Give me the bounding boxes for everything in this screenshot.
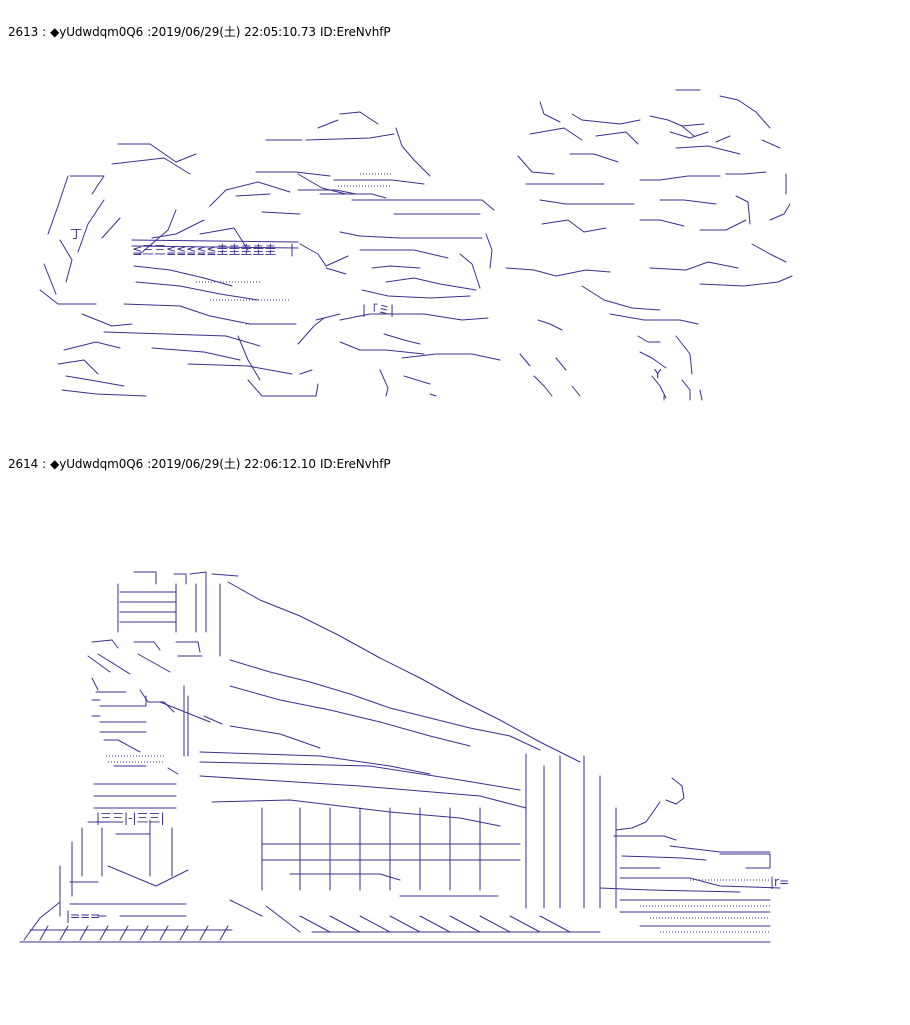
- art-text-fragment: |r=: [770, 875, 789, 889]
- post-date: :2019/06/29(土) 22:06:12.10: [147, 457, 316, 471]
- post-header: 2614:◆yUdwdqm0Q6:2019/06/29(土) 22:06:12.…: [8, 456, 391, 472]
- post-2613: 2613:◆yUdwdqm0Q6:2019/06/29(土) 22:05:10.…: [0, 24, 910, 414]
- ascii-art-castle: |三三|-|三三| |r= |===: [0, 456, 910, 956]
- art-center-cat: [235, 111, 501, 397]
- art-castle-tower: [59, 571, 239, 917]
- poster-name: ◆yUdwdqm0Q6: [50, 25, 144, 39]
- poster-name: ◆yUdwdqm0Q6: [50, 457, 144, 471]
- ascii-art-cats: ≦三三≦≦≦≦≦圭圭圭圭圭 丁 Y |「ミ|: [0, 24, 910, 414]
- art-text-fragment: |三三|-|三三|: [96, 811, 165, 825]
- post-number[interactable]: 2614: [8, 457, 39, 471]
- post-number[interactable]: 2613: [8, 25, 39, 39]
- art-left-cat: [39, 143, 325, 397]
- art-text-fragment: 丁: [70, 227, 82, 241]
- post-separator: :: [42, 457, 47, 471]
- art-right-cat: [505, 89, 793, 401]
- post-2614: 2614:◆yUdwdqm0Q6:2019/06/29(土) 22:06:12.…: [0, 456, 910, 956]
- art-castle-ramp: [199, 581, 617, 933]
- post-separator: :: [42, 25, 47, 39]
- ascii-art-castle-drawing: |三三|-|三三| |r= |===: [19, 571, 789, 943]
- poster-id[interactable]: ID:EreNvhfP: [319, 457, 391, 471]
- post-header: 2613:◆yUdwdqm0Q6:2019/06/29(土) 22:05:10.…: [8, 24, 391, 40]
- art-castle-machine: [599, 777, 781, 933]
- art-text-fragment: Y: [653, 367, 662, 381]
- art-text-fragment: |「ミ|: [362, 303, 394, 317]
- art-text-fragment: ≦三三≦≦≦≦≦圭圭圭圭圭: [132, 243, 276, 257]
- post-date: :2019/06/29(土) 22:05:10.73: [147, 25, 316, 39]
- art-ground: [19, 901, 771, 943]
- poster-id[interactable]: ID:EreNvhfP: [319, 25, 391, 39]
- art-text-fragment: |===: [66, 909, 100, 923]
- ascii-art-cats-drawing: ≦三三≦≦≦≦≦圭圭圭圭圭 丁 Y |「ミ|: [39, 89, 793, 401]
